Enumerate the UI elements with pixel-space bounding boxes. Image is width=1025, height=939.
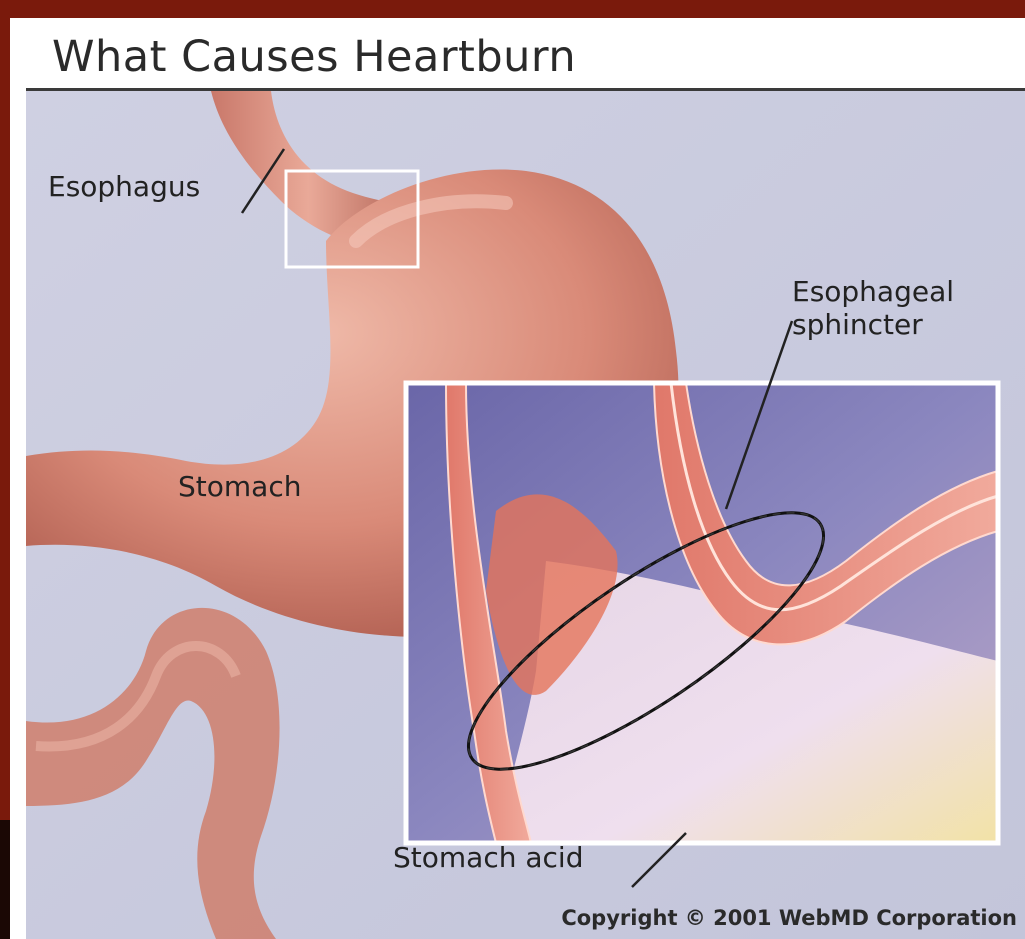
stomach-acid-label: Stomach acid	[393, 841, 583, 874]
esophageal-sphincter-label-line2: sphincter	[792, 308, 954, 341]
esophageal-sphincter-label: Esophageal sphincter	[792, 275, 954, 341]
stomach-label: Stomach	[178, 470, 301, 503]
copyright-notice: Copyright © 2001 WebMD Corporation	[561, 906, 1017, 930]
stomach-illustration	[26, 91, 1025, 939]
sphincter-inset	[406, 383, 998, 843]
esophagus-label: Esophagus	[48, 170, 200, 203]
esophageal-sphincter-label-line1: Esophageal	[792, 275, 954, 308]
diagram-title: What Causes Heartburn	[52, 32, 576, 82]
diagram-card: What Causes Heartburn	[10, 18, 1025, 939]
